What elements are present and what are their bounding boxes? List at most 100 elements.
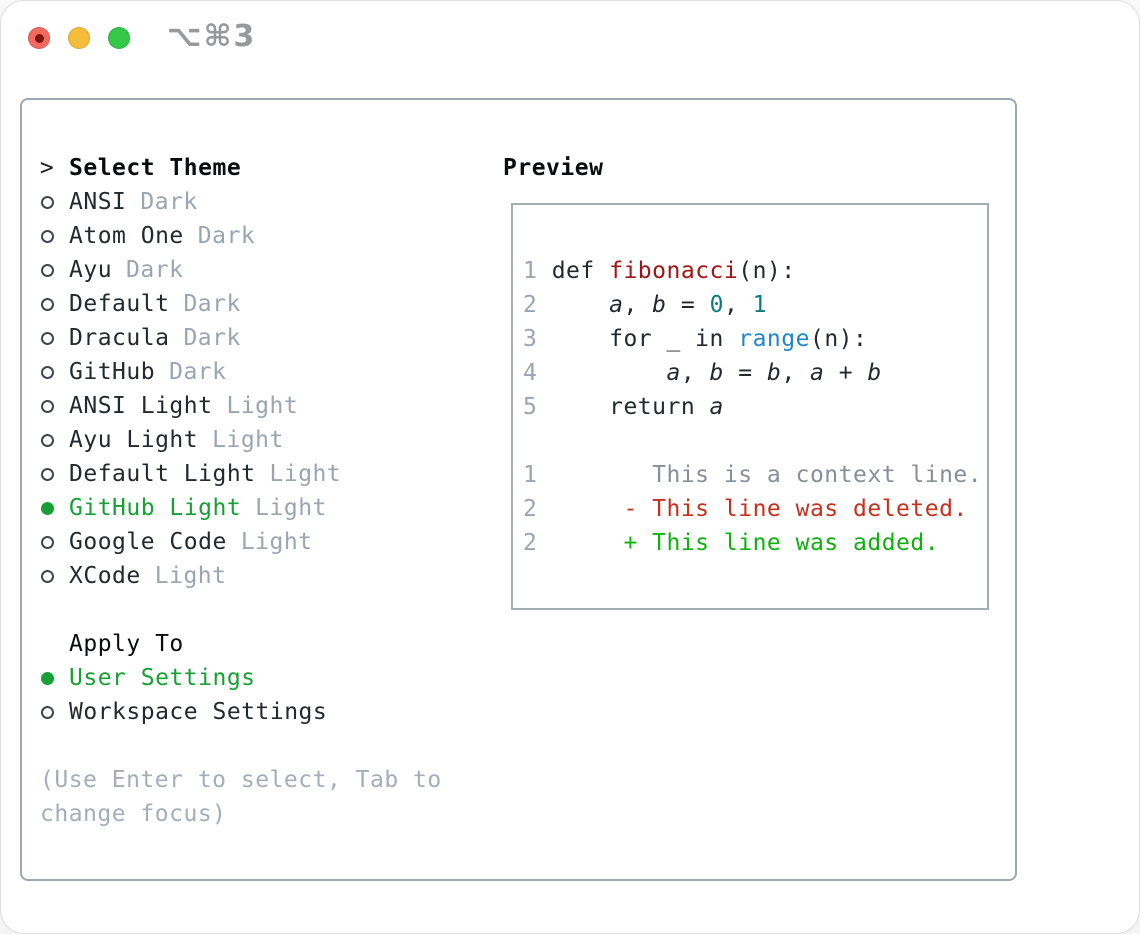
theme-option[interactable]: Ayu Dark — [40, 253, 442, 287]
preview-line: 1 def fibonacci(n): — [523, 254, 987, 288]
theme-name: Atom One — [69, 223, 184, 249]
preview-line: 1 This is a context line. — [523, 458, 987, 492]
code-token: b — [709, 360, 724, 386]
theme-name: Google Code — [69, 529, 227, 555]
radio-selected-icon — [40, 671, 54, 685]
minimize-button[interactable] — [68, 27, 90, 49]
theme-variant: Light — [269, 461, 342, 487]
title-bar: ⌥⌘3 — [1, 1, 1139, 75]
keyboard-shortcut-label: ⌥⌘3 — [167, 19, 257, 54]
line-number: 5 — [523, 394, 538, 420]
apply-option[interactable]: Workspace Settings — [40, 695, 442, 729]
radio-slot — [40, 321, 54, 355]
theme-name: GitHub Light — [69, 495, 242, 521]
close-button[interactable] — [28, 27, 50, 49]
theme-option-label: Google Code Light — [69, 529, 313, 555]
theme-option[interactable]: Default Light Light — [40, 457, 442, 491]
code-token: a — [810, 360, 825, 386]
code-token: a — [666, 360, 681, 386]
radio-slot — [40, 355, 54, 389]
theme-variant: Dark — [126, 257, 184, 283]
code-token: range — [738, 326, 810, 352]
theme-variant: Dark — [183, 325, 241, 351]
radio-icon — [40, 399, 54, 413]
radio-slot — [40, 423, 54, 457]
code-token: 1 — [752, 292, 767, 318]
apply-option[interactable]: User Settings — [40, 661, 442, 695]
theme-option[interactable]: GitHub Light Light — [40, 491, 442, 525]
preview-line: 5 return a — [523, 390, 987, 424]
code-token: a — [709, 394, 724, 420]
code-token: , — [781, 360, 811, 386]
radio-slot — [40, 559, 54, 593]
code-token: + — [824, 360, 868, 386]
radio-slot — [40, 253, 54, 287]
code-token: b — [652, 292, 667, 318]
apply-to-spacer — [40, 627, 54, 661]
theme-variant: Dark — [197, 223, 256, 249]
help-text: (Use Enter to select, Tab to change focus… — [40, 763, 442, 831]
theme-option-label: Dracula Dark — [69, 325, 241, 351]
theme-name: Dracula — [69, 325, 170, 351]
theme-variant: Light — [240, 529, 313, 555]
apply-to-header: Apply To — [40, 627, 442, 661]
radio-slot — [40, 287, 54, 321]
help-text-line: (Use Enter to select, Tab to — [40, 767, 442, 793]
code-token: This is a context line. — [537, 462, 983, 488]
help-text-line: change focus) — [40, 801, 227, 827]
radio-icon — [40, 569, 54, 583]
radio-icon — [40, 195, 54, 209]
preview-line: 2 + This line was added. — [523, 526, 987, 560]
line-number: 4 — [523, 360, 538, 386]
code-token: def — [537, 258, 610, 284]
radio-icon — [40, 705, 54, 719]
theme-name: GitHub — [69, 359, 156, 385]
theme-name: Ayu — [69, 257, 113, 283]
theme-option[interactable]: GitHub Dark — [40, 355, 442, 389]
radio-selected-icon — [40, 501, 54, 515]
radio-icon — [40, 433, 54, 447]
preview-column: Preview 1 def fibonacci(n):2 a, b = 0, 1… — [503, 151, 989, 610]
prompt-chevron-icon: > — [39, 155, 55, 181]
preview-line: 3 for _ in range(n): — [523, 322, 987, 356]
theme-option-label: Atom One Dark — [69, 223, 255, 249]
theme-variant: Dark — [183, 291, 241, 317]
theme-option[interactable]: Google Code Light — [40, 525, 442, 559]
theme-option[interactable]: Atom One Dark — [40, 219, 442, 253]
radio-icon — [40, 229, 54, 243]
code-token: a — [609, 292, 624, 318]
line-number: 3 — [523, 326, 538, 352]
close-dot-icon — [34, 33, 44, 43]
theme-variant: Light — [255, 495, 327, 521]
traffic-lights — [28, 27, 130, 49]
radio-slot — [40, 695, 54, 729]
theme-name: Ayu Light — [69, 427, 199, 453]
radio-slot — [40, 661, 54, 695]
radio-icon — [40, 535, 54, 549]
theme-name: ANSI Light — [69, 393, 213, 419]
preview-line: 2 a, b = 0, 1 — [523, 288, 987, 322]
radio-icon — [40, 467, 54, 481]
code-token: , — [680, 360, 710, 386]
code-token: , — [723, 292, 753, 318]
theme-name: Default Light — [69, 461, 256, 487]
code-token: b — [766, 360, 782, 386]
theme-variant: Dark — [169, 359, 227, 385]
zoom-button[interactable] — [108, 27, 130, 49]
line-number: 2 — [523, 292, 538, 318]
theme-option-label: GitHub Light Light — [69, 495, 327, 521]
theme-option[interactable]: Dracula Dark — [40, 321, 442, 355]
code-token: = — [666, 292, 710, 318]
radio-slot — [40, 185, 54, 219]
theme-variant: Light — [154, 563, 227, 589]
